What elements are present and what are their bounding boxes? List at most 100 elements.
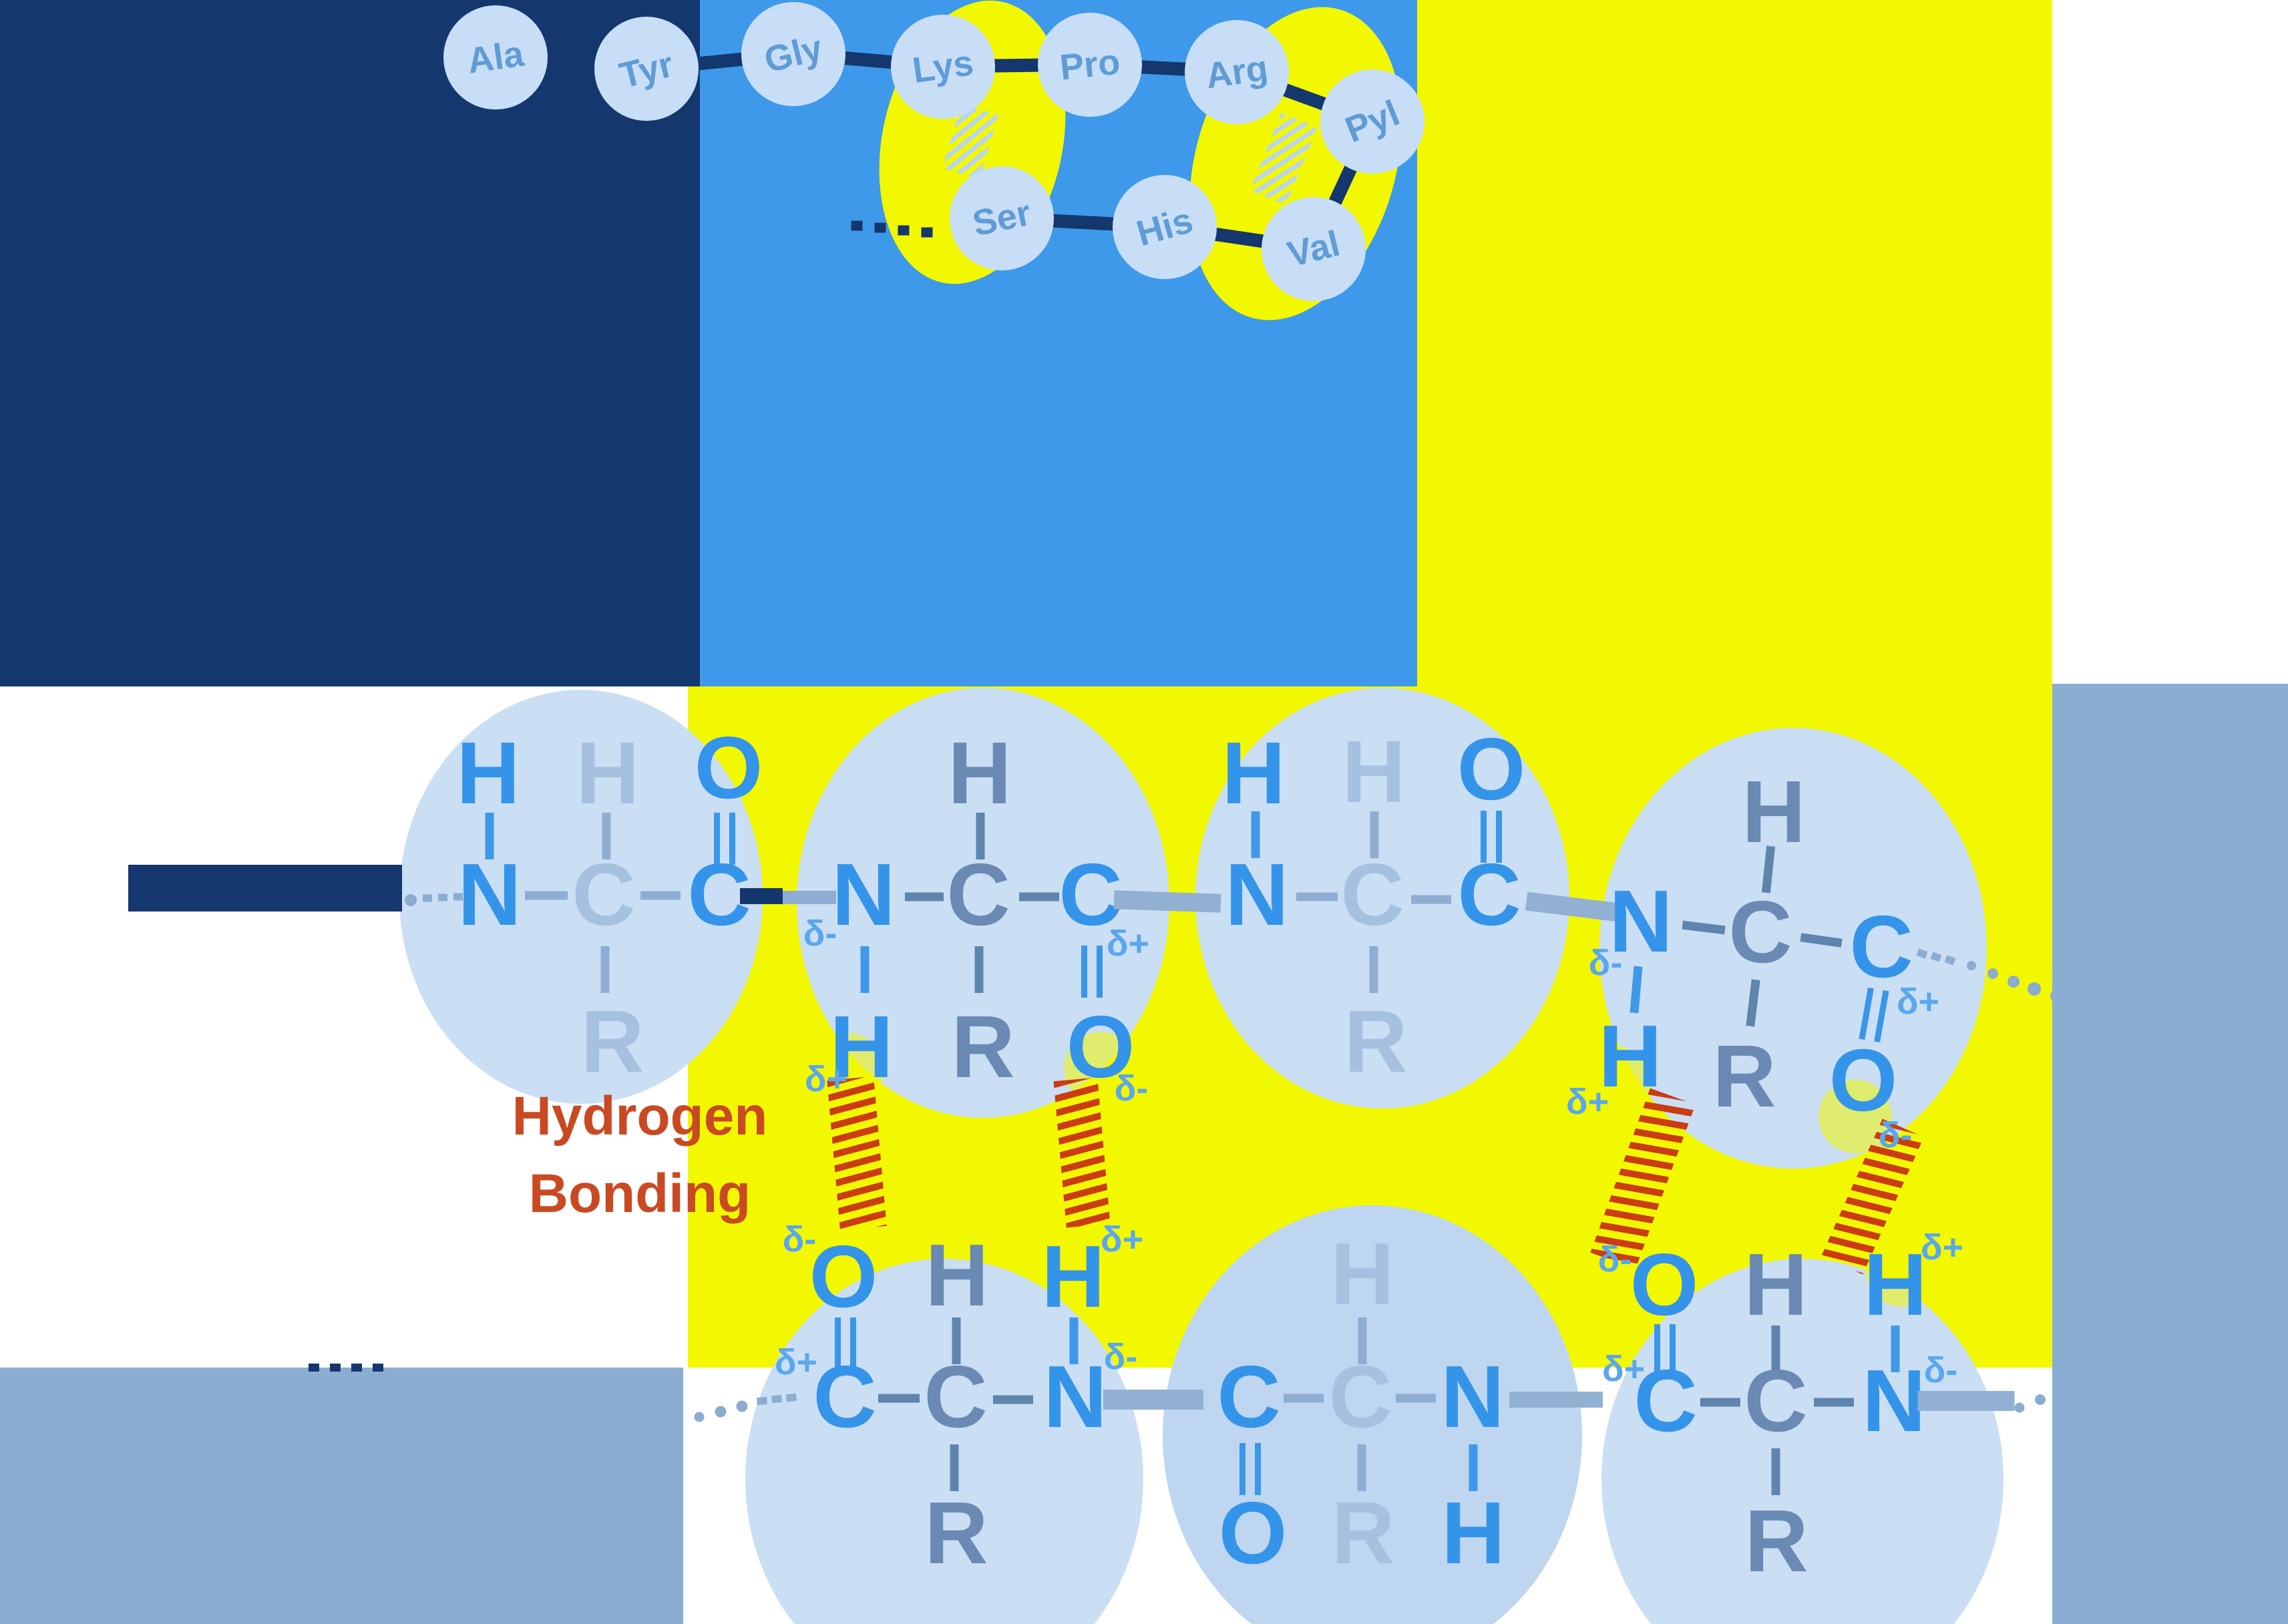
atom-u3-alpha-carbon: C (1340, 845, 1404, 944)
charge-l1-n-minus: δ- (1103, 1337, 1138, 1377)
atom-u1-nitrogen: N (457, 845, 522, 944)
charge-u4-h-plus: δ+ (1565, 1082, 1609, 1122)
chain-start-dash-4 (921, 227, 933, 238)
residue-circle-pyl (1320, 69, 1424, 174)
u4-trail-dot-4 (2028, 982, 2041, 996)
u4-trail-dot-3 (2008, 976, 2020, 988)
charge-u4-c-plus: δ+ (1896, 982, 1940, 1022)
atom-u3-nitrogen: N (1225, 845, 1289, 944)
bond-u3-h-ca (1370, 811, 1379, 858)
hbond-glow-5 (1579, 1046, 1653, 1120)
bond-u1-h-n (485, 813, 494, 859)
atom-l1-oxygen: O (809, 1227, 878, 1326)
residue-bubble-upper-3 (1195, 688, 1569, 1108)
bond-l2-ca-r (1357, 1444, 1366, 1491)
bond-l2-h-ca (1358, 1317, 1367, 1364)
bond-u3-ca-c (1411, 895, 1451, 904)
bond-u3-h-n (1251, 811, 1260, 858)
l3-trail-dot-1 (2014, 1402, 2025, 1413)
charge-u4-o-minus: δ- (1878, 1115, 1913, 1155)
atom-l1-nitrogen: N (1043, 1348, 1107, 1446)
residue-label-ala: Ala (465, 33, 526, 81)
atom-l3-nitrogen: N (1862, 1352, 1926, 1450)
bond-l3-ca-n (1814, 1398, 1854, 1407)
double-bond-u3-c-o (1481, 811, 1502, 863)
atom-u4-nitrogen: N (1609, 872, 1673, 970)
atom-u2-alpha-hydrogen: H (948, 724, 1012, 822)
bond-l1-h-n (1069, 1317, 1079, 1364)
bond-u1-ca-c (640, 891, 681, 900)
residue-circle-ser (950, 166, 1054, 270)
bond-u2-n-ca (905, 892, 944, 901)
charge-u2-c-plus: δ+ (1106, 924, 1150, 964)
residue-bubble-lower-2 (1163, 1205, 1582, 1624)
bond-l2-n-h (1469, 1444, 1478, 1491)
hydrogen-bonding-line2: Bonding (528, 1163, 751, 1224)
double-bond-l2-c-o (1240, 1443, 1261, 1495)
u4-trail-dot-1 (1967, 961, 1976, 970)
atom-l1-alpha-carbon: C (924, 1348, 988, 1446)
edge-dash-3 (351, 1364, 362, 1372)
bond-u3-n-ca (1296, 892, 1338, 901)
bond-u2-n-h (860, 946, 870, 993)
atom-u4-carbonyl-carbon: C (1849, 897, 1913, 996)
u4-trail-dot-5 (2050, 990, 2064, 1003)
chain-start-dash-3 (898, 225, 910, 236)
charge-l1-h-plus: δ+ (1100, 1219, 1144, 1259)
l-lead-dot-3 (736, 1400, 748, 1412)
charge-l3-n-minus: δ- (1923, 1350, 1958, 1390)
bg-yellow-top-block (1417, 0, 2052, 686)
double-bond-l1-c-o (835, 1317, 856, 1370)
atom-l3-carbonyl-carbon: C (1634, 1352, 1698, 1450)
chain-lead-bar (128, 865, 402, 911)
charge-l3-o-minus: δ- (1597, 1239, 1632, 1279)
atom-u3-amide-hydrogen: H (1221, 724, 1286, 822)
atom-l2-alpha-hydrogen: H (1330, 1225, 1394, 1323)
bond-l2-c-ca (1284, 1394, 1324, 1403)
atom-l2-alpha-carbon: C (1328, 1348, 1392, 1446)
charge-u2-h-plus: δ+ (804, 1059, 848, 1099)
atom-l2-r-group: R (1331, 1484, 1395, 1582)
atom-u2-carbonyl-carbon: C (1059, 845, 1123, 944)
charge-u4-n-minus: δ- (1588, 943, 1623, 983)
bond-l1-ca-n (993, 1395, 1033, 1404)
edge-dash-4 (373, 1364, 383, 1372)
edge-dash-2 (330, 1364, 341, 1372)
residue-circle-ala (443, 5, 548, 110)
bond-l3-h-ca (1771, 1326, 1780, 1372)
atom-u2-nitrogen: N (831, 845, 896, 944)
chain-start-dash-1 (851, 220, 863, 231)
atom-u3-r-group: R (1344, 992, 1408, 1090)
peptide-bond-u1-u2-navy (740, 888, 783, 904)
atom-l1-alpha-hydrogen: H (925, 1226, 989, 1324)
atom-u3-alpha-hydrogen: H (1342, 723, 1406, 821)
residue-label-lys: Lys (910, 42, 976, 91)
residue-circle-arg (1185, 20, 1289, 124)
charge-u2-n-minus: δ- (803, 914, 837, 954)
bond-u1-h-ca (602, 813, 611, 859)
atom-u2-amide-hydrogen: H (829, 998, 894, 1096)
charge-l3-h-plus: δ+ (1920, 1227, 1964, 1267)
bond-l1-ca-r (950, 1444, 959, 1491)
atom-u2-oxygen: O (1066, 998, 1135, 1096)
l3-trail-dot-2 (2035, 1394, 2046, 1405)
atom-u1-alpha-carbon: C (572, 845, 636, 944)
residue-circle-tyr (594, 17, 699, 121)
bond-u2-ca-r (974, 946, 984, 993)
residue-circle-pro (1038, 13, 1142, 117)
atom-l2-carbonyl-carbon: C (1217, 1348, 1281, 1446)
atom-u3-oxygen: O (1457, 720, 1526, 818)
atom-l2-amide-hydrogen: H (1441, 1484, 1505, 1582)
residue-bubble-lower-3 (1601, 1259, 2004, 1624)
bg-gray-blue-bottom-left-block (0, 1368, 683, 1624)
bond-u3-ca-r (1369, 946, 1378, 993)
bond-l2-ca-n (1396, 1394, 1436, 1403)
bond-l1-c-ca (878, 1394, 920, 1403)
atom-u3-carbonyl-carbon: C (1457, 845, 1521, 944)
hbond-glow-8 (1865, 1233, 1939, 1307)
lead-dash-2 (438, 893, 447, 901)
atom-u2-alpha-carbon: C (946, 845, 1010, 944)
atom-l1-r-group: R (924, 1484, 988, 1582)
charge-u2-o-minus: δ- (1114, 1068, 1149, 1108)
charge-l1-o-minus: δ- (782, 1219, 817, 1259)
